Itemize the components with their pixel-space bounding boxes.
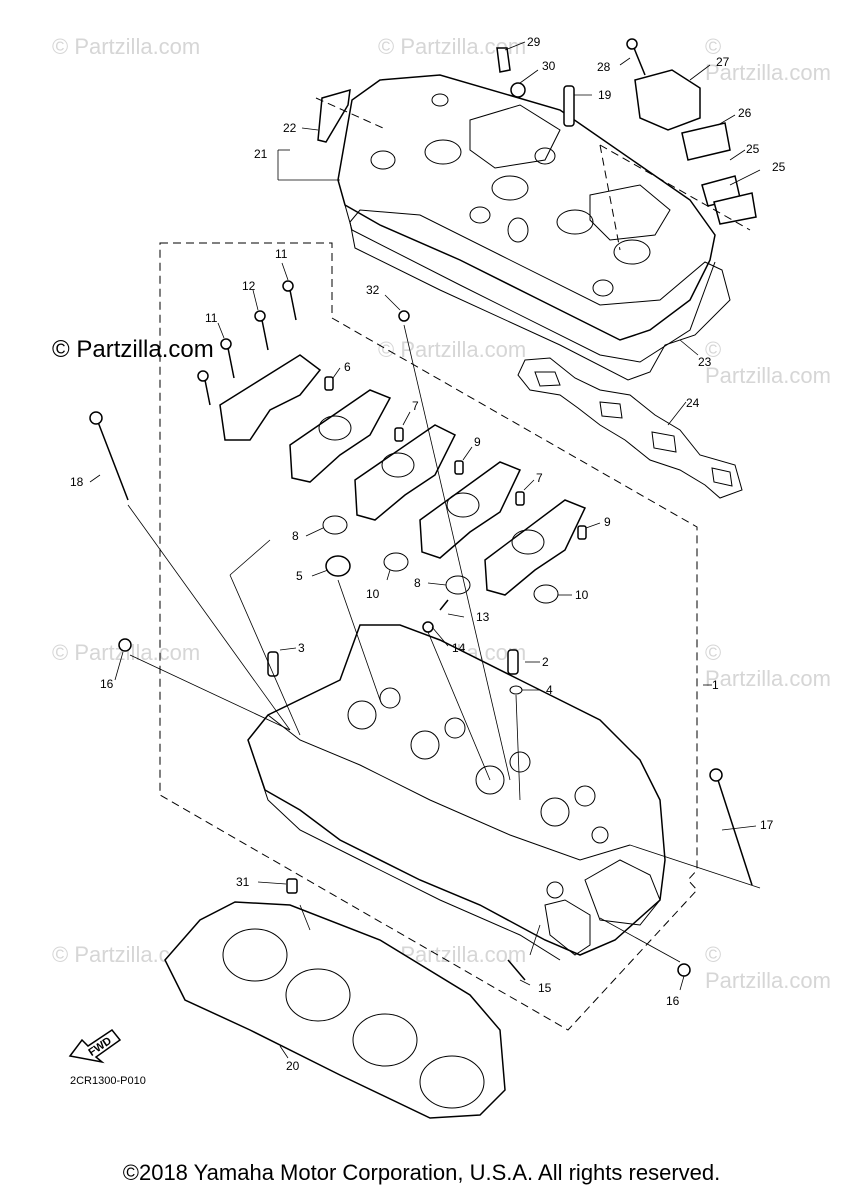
callout-30: 30 [542, 59, 556, 73]
fwd-arrow-icon: FWD [68, 1028, 122, 1064]
callout-9a: 9 [474, 435, 481, 449]
leader-lines [127, 324, 761, 963]
callout-5: 5 [296, 569, 303, 583]
dowel-9 [577, 525, 587, 540]
o-ring-10 [533, 584, 559, 604]
o-ring-10 [383, 552, 409, 572]
callout-19: 19 [598, 88, 612, 102]
callout-24: 24 [686, 396, 700, 410]
copyright-notice: ©2018 Yamaha Motor Corporation, U.S.A. A… [122, 1160, 721, 1185]
callout-3: 3 [298, 641, 305, 655]
callout-16a: 16 [100, 677, 114, 691]
callout-25b: 25 [772, 160, 786, 174]
cylinder-head-cover [337, 74, 716, 363]
callout-20: 20 [286, 1059, 300, 1073]
callout-7b: 7 [536, 471, 543, 485]
cylinder-head [247, 624, 666, 961]
callout-18: 18 [70, 475, 84, 489]
callout-9b: 9 [604, 515, 611, 529]
pin-2 [507, 649, 519, 675]
callout-17: 17 [760, 818, 774, 832]
plug-hole-gasket [517, 357, 743, 499]
diagram-code: 2CR1300-P010 [70, 1075, 146, 1087]
callout-2: 2 [542, 655, 549, 669]
callout-32: 32 [366, 283, 380, 297]
callout-25a: 25 [746, 142, 760, 156]
head-gasket [164, 901, 506, 1119]
dowel-7 [394, 427, 404, 442]
callout-6: 6 [344, 360, 351, 374]
callout-labels: 1 2 3 4 5 6 7 7 8 8 9 9 10 10 11 11 12 1… [70, 35, 786, 1073]
callout-28: 28 [597, 60, 611, 74]
callout-14: 14 [452, 641, 466, 655]
upper-parts [317, 38, 757, 225]
callout-16b: 16 [666, 994, 680, 1008]
watermark-prominent: © Partzilla.com [52, 336, 214, 363]
callout-13: 13 [476, 610, 490, 624]
callout-27: 27 [716, 55, 730, 69]
callout-8a: 8 [292, 529, 299, 543]
dowel-6 [324, 376, 334, 391]
callout-11b: 11 [205, 311, 218, 325]
callout-8b: 8 [414, 576, 421, 590]
callout-31: 31 [236, 875, 250, 889]
callout-10b: 10 [575, 588, 589, 602]
callout-4: 4 [546, 683, 553, 697]
callout-lines [89, 41, 761, 1059]
dowel-9 [454, 460, 464, 475]
watermark: © Partzilla.com [705, 337, 831, 388]
watermark: © Partzilla.com [705, 34, 831, 85]
callout-15: 15 [538, 981, 552, 995]
callout-11a: 11 [275, 247, 288, 261]
watermark: © Partzilla.com [705, 942, 831, 993]
callout-21: 21 [254, 147, 268, 161]
plug-5 [325, 555, 351, 577]
watermark: © Partzilla.com [378, 337, 527, 362]
cover-gasket [349, 209, 731, 381]
cam-caps [219, 354, 587, 596]
callout-10a: 10 [366, 587, 380, 601]
watermark: © Partzilla.com [705, 640, 831, 691]
callout-23: 23 [698, 355, 712, 369]
watermark: © Partzilla.com [52, 34, 201, 59]
callout-7a: 7 [412, 399, 419, 413]
callout-29: 29 [527, 35, 541, 49]
callout-26: 26 [738, 106, 752, 120]
dowel-7 [515, 491, 525, 506]
callout-22: 22 [283, 121, 297, 135]
callout-1: 1 [712, 678, 719, 692]
callout-12: 12 [242, 279, 256, 293]
o-ring-8 [322, 515, 348, 535]
pin-3 [267, 651, 279, 677]
